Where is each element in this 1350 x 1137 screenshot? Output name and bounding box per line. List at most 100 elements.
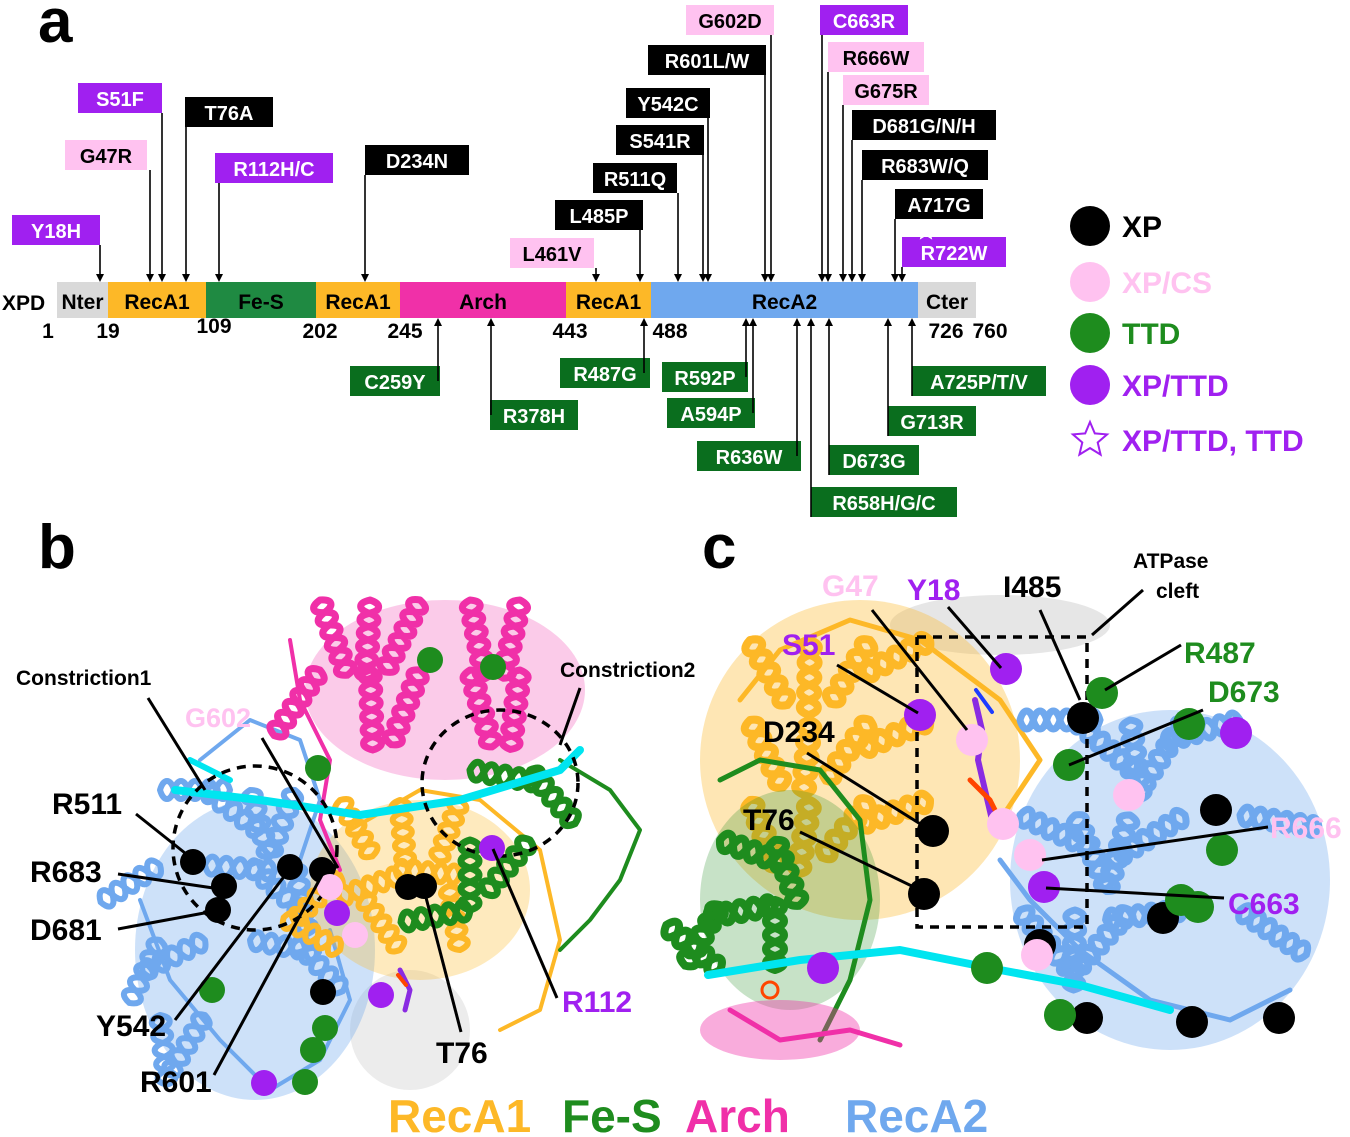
domain-segment — [566, 282, 651, 318]
mutation-bottom-label-box — [888, 406, 976, 436]
helix-path — [1235, 902, 1312, 963]
helix-ribbon — [266, 665, 328, 741]
mutation-bottom-label-box — [350, 366, 440, 396]
helix-path — [279, 909, 344, 958]
leader-line — [1091, 588, 1144, 637]
arrow-head — [891, 274, 899, 282]
leader-line — [260, 737, 340, 869]
arrow-head — [158, 274, 166, 282]
mutation-top-label: D681G/N/H — [872, 116, 975, 138]
helix-ribbon — [397, 898, 474, 934]
loop-path — [198, 718, 322, 862]
mutation-top-label: R722W — [921, 243, 988, 265]
domain-segment — [400, 282, 566, 318]
mutation-top-label-box — [65, 140, 147, 170]
arrow-head — [839, 274, 847, 282]
arrow-head — [704, 274, 712, 282]
helix-path — [120, 936, 169, 1007]
mutation-top-label: S541R — [629, 131, 691, 153]
leader-line — [558, 687, 582, 746]
atpase-cleft-box — [915, 635, 1089, 929]
arrow-head — [824, 274, 832, 282]
domain-legend-label: RecA2 — [845, 1090, 988, 1137]
mutation-top-label-box — [593, 163, 677, 193]
domain-segment-label: RecA1 — [576, 291, 642, 314]
panel-letter-a: a — [38, 0, 73, 56]
mutation-top-label-box — [616, 125, 704, 155]
helix-ribbon — [388, 797, 417, 868]
residue-dot — [199, 977, 225, 1003]
loop-path — [704, 946, 1174, 1014]
mutation-top-label: L461V — [523, 244, 583, 266]
mutation-bottom-label: R658H/G/C — [832, 493, 935, 515]
mutation-bottom-label: R487G — [573, 364, 636, 386]
helix-path — [523, 764, 582, 829]
residue-dot — [1071, 1002, 1103, 1034]
arrow-head — [807, 318, 815, 326]
panel-c-label: D673 — [1208, 676, 1280, 709]
helix-ribbon — [822, 635, 879, 709]
helix-ribbon — [96, 857, 164, 910]
residue-dot — [1086, 677, 1118, 709]
arrow-head — [146, 274, 154, 282]
helix-path — [375, 596, 429, 676]
domain-segment-label: RecA2 — [752, 291, 817, 314]
domain-position: 245 — [387, 320, 422, 343]
domain-segment-label: Fe-S — [238, 291, 284, 314]
residue-dot — [1067, 702, 1099, 734]
helix-ribbon — [660, 917, 726, 978]
residue-dot — [211, 873, 237, 899]
helix-ribbon — [457, 836, 483, 914]
helix-ribbon — [701, 893, 779, 929]
helix-path — [715, 829, 790, 875]
leader-line — [1045, 886, 1225, 900]
domain-segment — [316, 282, 400, 318]
helix-ribbon — [786, 796, 822, 879]
residue-dot — [324, 900, 350, 926]
helix-path — [357, 666, 385, 754]
residue-dot — [1014, 839, 1046, 871]
mutation-top-label: G675R — [854, 81, 918, 103]
helix-path — [355, 892, 408, 955]
domain-segment-label: Cter — [926, 291, 968, 314]
residue-dot — [1173, 708, 1205, 740]
residue-dot — [971, 952, 1003, 984]
leader-line — [946, 606, 1003, 669]
arrow-head — [361, 274, 369, 282]
mutation-top-label: G47R — [80, 146, 133, 168]
mutation-top-label-box — [215, 153, 333, 183]
helix-ribbon — [1236, 803, 1323, 839]
residue-dot — [417, 647, 443, 673]
domain-position: 19 — [96, 320, 119, 343]
domain-body — [890, 595, 1110, 655]
helix-path — [96, 857, 164, 910]
mutation-top-label-box — [510, 238, 594, 268]
helix-ribbon — [353, 596, 383, 684]
arrow-head — [96, 274, 104, 282]
mutation-bottom-label-box — [662, 362, 748, 392]
helix-path — [353, 596, 383, 684]
panel-c-label: I485 — [1003, 571, 1061, 604]
loop-path — [974, 688, 994, 714]
helix-path — [244, 859, 308, 918]
helix-path — [335, 865, 404, 907]
residue-dot — [205, 897, 231, 923]
helix-ribbon — [289, 934, 349, 997]
legend-star-icon — [1070, 419, 1110, 457]
mutation-top-label: D234N — [386, 151, 448, 173]
domain-segment — [108, 282, 206, 318]
domain-legend-label: Fe-S — [562, 1090, 662, 1137]
helix-path — [701, 893, 779, 929]
panel-c-label: R487 — [1184, 637, 1256, 670]
mutation-top-label: C663R — [833, 11, 896, 33]
residue-dot — [1200, 794, 1232, 826]
arrow-head — [742, 318, 750, 326]
loop-path — [397, 967, 413, 1013]
helix-path — [458, 596, 497, 683]
loop-path — [737, 617, 1043, 823]
leader-line — [1068, 708, 1204, 767]
panel-b-label: R112 — [562, 986, 632, 1019]
constriction1-circle — [171, 764, 339, 932]
panel-b-label: R683 — [30, 856, 102, 889]
